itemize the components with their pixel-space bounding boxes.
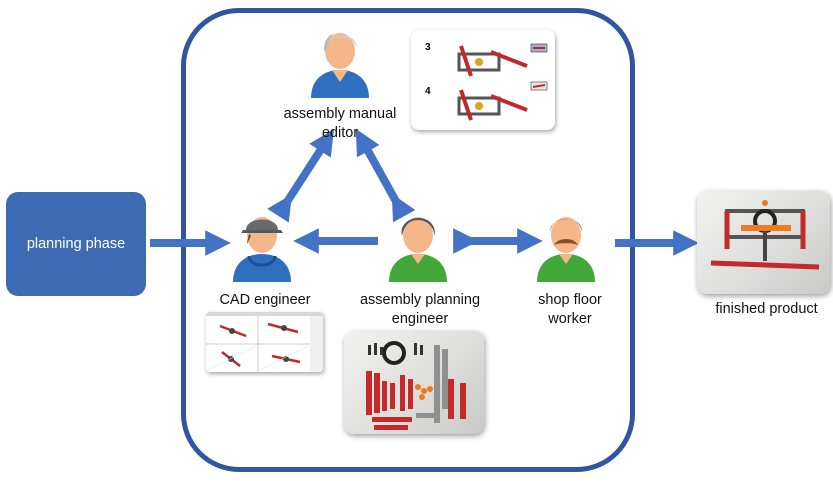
arrow-planner-editor [355, 128, 416, 223]
parts-photo [344, 331, 484, 434]
arrow-cad-editor [267, 129, 334, 223]
finished-product-label: finished product [715, 301, 818, 317]
assembly-manual-card: 3 4 [411, 30, 555, 130]
person-mustache-icon [537, 217, 595, 282]
parts-layout [366, 341, 466, 430]
manual-step-4: 4 [425, 86, 431, 97]
person-grey-hair-icon [311, 33, 369, 98]
planning-phase-label: planning phase [26, 236, 126, 252]
shop-floor-worker-label: shop floor worker [538, 292, 602, 327]
cad-screenshot-card [206, 312, 323, 372]
planning-phase-box: planning phase [6, 192, 146, 296]
manual-step-3: 3 [425, 42, 431, 53]
cad-engineer-label: CAD engineer [219, 292, 311, 308]
manual-step-drawings [457, 43, 548, 121]
person-cap-icon [233, 217, 291, 282]
assembly-manual-editor-label: assembly manual editor [283, 106, 397, 141]
cad-views [206, 312, 323, 372]
assembly-planning-engineer-label: assembly planning engineer [359, 292, 481, 327]
person-dark-hair-icon [389, 217, 447, 282]
product-model [710, 200, 820, 270]
finished-product-photo [697, 191, 830, 294]
